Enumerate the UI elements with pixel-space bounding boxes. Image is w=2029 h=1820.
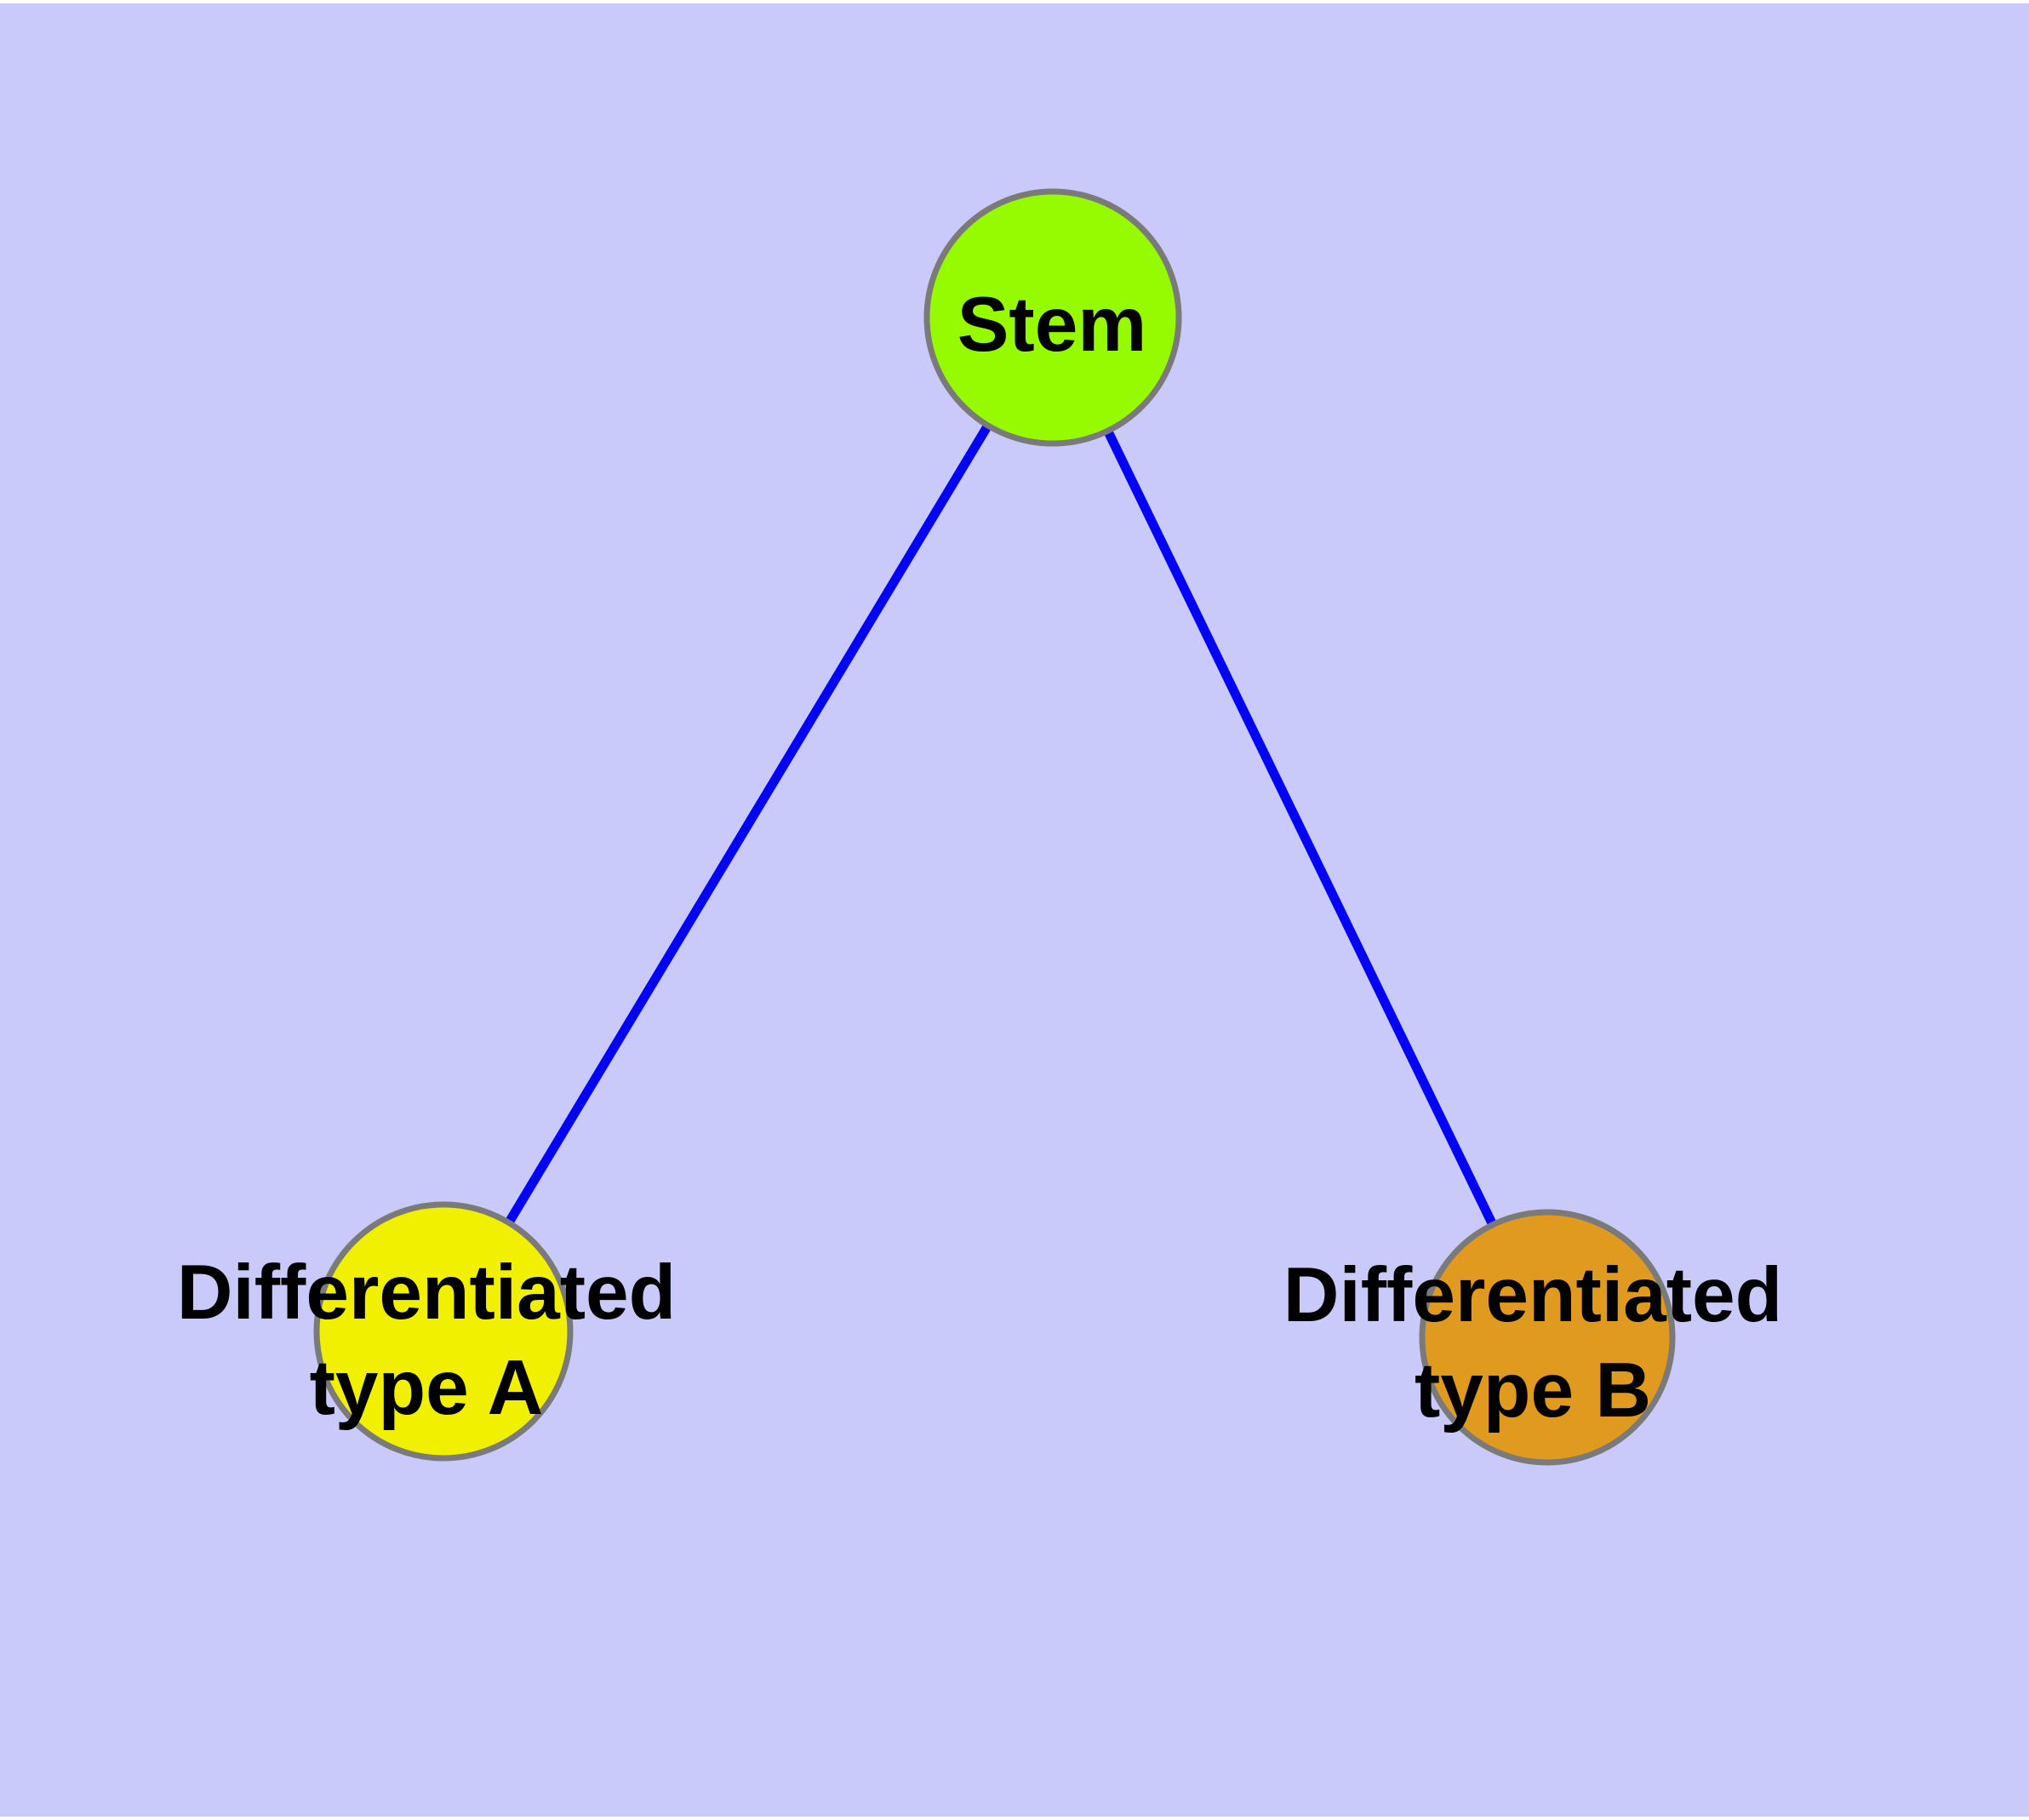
node-differentiated-type-a[interactable] — [313, 1201, 574, 1462]
edge-stem-to-type-a[interactable] — [439, 315, 1057, 1334]
edge-stem-to-type-b[interactable] — [1049, 315, 1552, 1340]
node-stem-label: Stem — [957, 282, 1147, 368]
node-type-b-label-line1: Differentiated — [1283, 1252, 1783, 1338]
node-differentiated-type-b[interactable] — [1419, 1209, 1676, 1466]
node-stem[interactable] — [923, 188, 1182, 447]
node-type-b-label-line2: type B — [1415, 1348, 1651, 1434]
node-type-a-label-line1: Differentiated — [177, 1250, 677, 1336]
node-type-a-label-line2: type A — [310, 1345, 544, 1431]
